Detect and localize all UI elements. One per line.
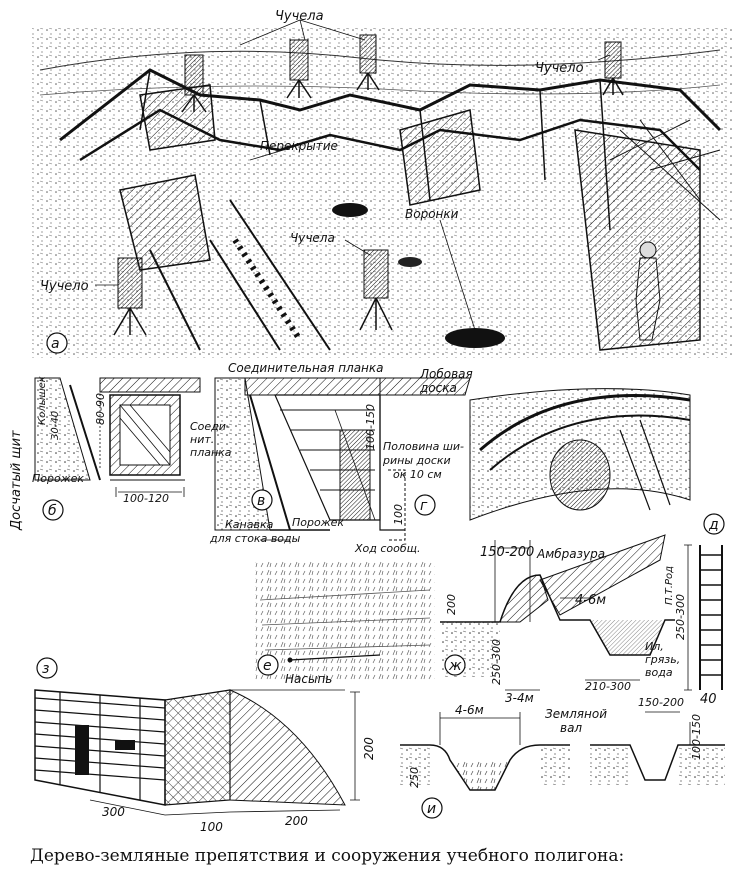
dim-250: 250	[408, 767, 421, 788]
dim-200: 200	[445, 594, 458, 615]
label-chuchelo-right: Чучело	[535, 61, 584, 76]
panel-letter-a: а	[51, 336, 60, 352]
panel-letter-z: з	[42, 661, 49, 677]
dim-100-150-i: 100-150	[690, 714, 703, 760]
dim-100-z: 100	[200, 820, 223, 834]
panel-z-log-wall: Насыпь 200 300 100 200 з	[34, 657, 376, 834]
dim-150-200-i: 150-200	[638, 696, 684, 709]
label-porozhek-b: Порожек	[32, 472, 84, 485]
panel-letter-g: г	[420, 498, 428, 514]
target-dummy-4	[602, 41, 624, 96]
label-porozhek-v: Порожек	[292, 516, 344, 529]
label-voronki: Воронки	[405, 207, 459, 221]
dim-200-z: 200	[362, 737, 376, 760]
target-dummy-5	[113, 257, 147, 336]
label-il-gryaz-voda: Ил,грязь,вода	[645, 640, 680, 679]
panel-i-trap-ditches: 4-6м 150-200 100-150 250 и	[400, 696, 725, 819]
label-chuchela-top: Чучела	[275, 9, 324, 24]
panel-letter-d: д	[708, 517, 719, 533]
dim-40: 40	[700, 692, 717, 707]
target-dummy-3	[356, 34, 380, 91]
panel-zh-antitank-ditch: 150-200 Амбразура 200 4-6м 250-300 3-4м …	[440, 534, 680, 735]
soldier-figure	[635, 241, 661, 341]
target-dummy-6	[359, 249, 393, 331]
dim-250-300-right: 250-300	[674, 594, 687, 640]
label-nasyp: Насыпь	[285, 672, 332, 686]
panel-g-perspective-arch	[469, 388, 691, 521]
label-chuchela-mid: Чучела	[290, 231, 335, 245]
label-doschaty-shchit: Досчатый щит	[9, 430, 24, 531]
panel-letter-e: е	[263, 658, 272, 674]
dim-4-6m: 4-6м	[575, 593, 606, 608]
dim-80-90: 80-90	[94, 393, 107, 425]
target-dummy-2	[286, 39, 312, 99]
dim-100-120: 100-120	[123, 492, 169, 505]
dim-250-300: 250-300	[490, 639, 503, 685]
label-ppod: П.Т.Род	[664, 566, 675, 605]
label-ambrazura: Амбразура	[536, 547, 605, 561]
label-perekrytie: Перекрытие	[260, 139, 338, 153]
dim-150-200: 150-200	[480, 545, 534, 560]
label-kolyshek: Колышек	[37, 376, 48, 425]
panel-letter-v: в	[257, 493, 265, 509]
dim-4-6m-i: 4-6м	[455, 703, 484, 717]
dim-3-4m: 3-4м	[505, 691, 534, 705]
dim-30-40: 30-40	[50, 411, 61, 440]
dim-200-bottom: 200	[285, 814, 308, 828]
dim-100-150: 100-150	[364, 404, 377, 450]
panel-letter-i: и	[427, 801, 436, 817]
panel-b-cross-section: 80-90 Колышек 30-40 Порожек 100-120 Соед…	[32, 376, 232, 521]
dim-100: 100	[392, 504, 405, 525]
panel-letter-b: б	[48, 503, 57, 519]
panel-d-ladder: 250-300 П.Т.Род 40 д	[664, 513, 725, 707]
figure-caption: Дерево-земляные препятствия и сооружения…	[30, 846, 625, 866]
target-dummy-1	[181, 54, 207, 113]
panel-letter-zh: ж	[448, 658, 462, 674]
panel-e-field: е	[255, 560, 435, 680]
dim-300: 300	[102, 805, 125, 819]
dim-210-300: 210-300	[585, 680, 631, 693]
label-soedinitelnaya-planka: Соединительная планка	[228, 361, 384, 375]
label-chuchelo-left: Чучело	[40, 279, 89, 294]
panel-a-trench-landscape: Чучела Чучело Перекрытие Воронки Чучела …	[32, 9, 732, 358]
label-khod-soobshch: Ход сообщ.	[354, 542, 421, 555]
